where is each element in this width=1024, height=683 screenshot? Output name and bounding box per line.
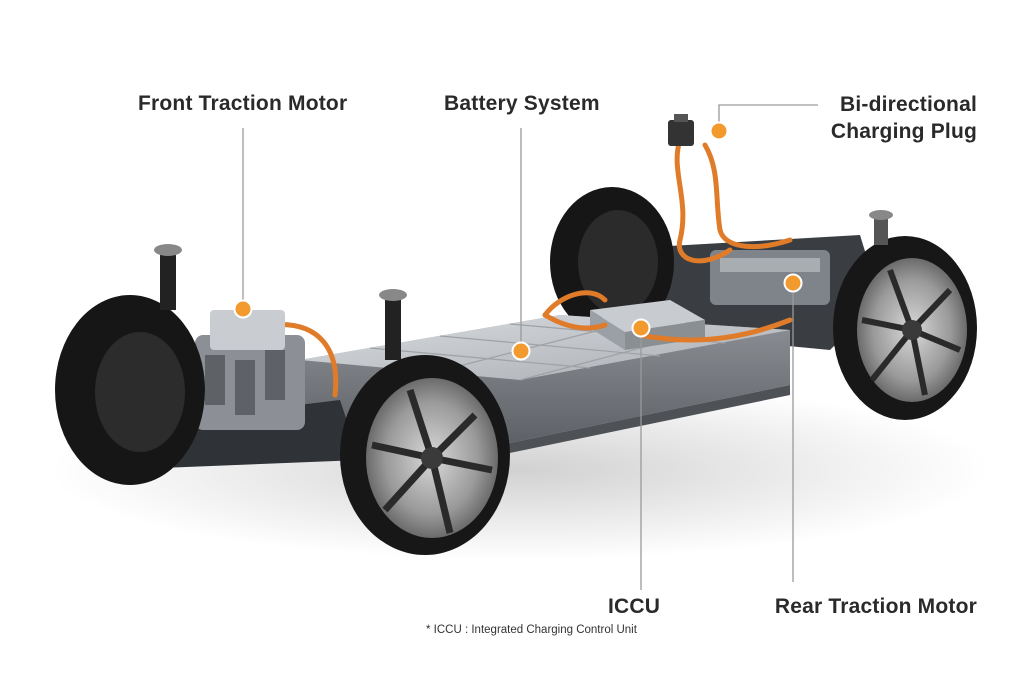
iccu-unit	[590, 300, 705, 350]
label-bidirectional-line2: Charging Plug	[830, 120, 977, 143]
label-rear-traction-motor: Rear Traction Motor	[774, 595, 977, 618]
marker-battery-system	[511, 341, 531, 361]
marker-charging-plug	[709, 121, 729, 141]
leader-lines	[242, 104, 818, 590]
front-right-wheel	[340, 355, 510, 555]
label-front-traction-motor: Front Traction Motor	[138, 92, 348, 115]
footnote-iccu-definition: * ICCU : Integrated Charging Control Uni…	[426, 624, 637, 636]
label-bidirectional-line1: Bi-directional	[840, 93, 977, 116]
marker-front-traction-motor	[233, 299, 253, 319]
label-iccu: ICCU	[608, 595, 661, 618]
front-right-shock	[379, 289, 407, 360]
marker-rear-traction-motor	[783, 273, 803, 293]
front-left-shock	[154, 244, 182, 310]
front-left-wheel	[55, 295, 205, 485]
label-battery-system: Battery System	[444, 92, 600, 115]
callout-markers	[233, 121, 803, 361]
charging-plug	[668, 114, 694, 146]
hv-cables	[267, 137, 793, 398]
marker-iccu	[631, 318, 651, 338]
rear-right-shock	[869, 210, 893, 245]
rear-right-wheel	[833, 236, 977, 420]
label-bidirectional-charging-plug: Bi-directional Charging Plug	[831, 91, 977, 145]
rear-left-wheel	[550, 187, 674, 337]
